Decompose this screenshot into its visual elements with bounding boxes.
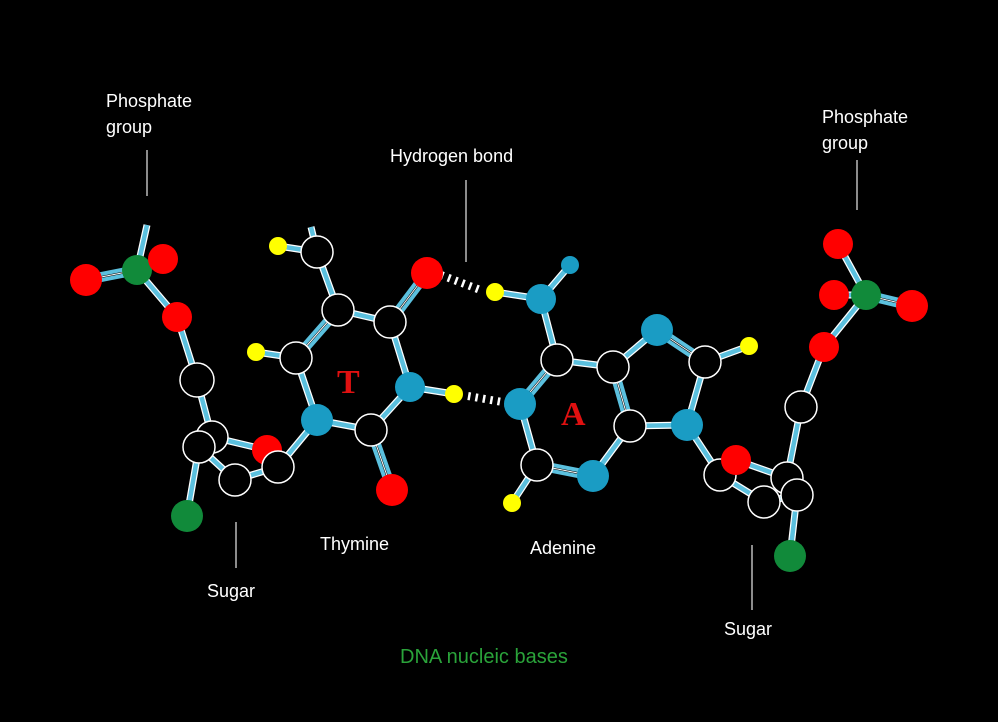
oxygen-atom — [823, 229, 853, 259]
phosphorus-atom — [122, 255, 152, 285]
carbon-atom — [261, 450, 295, 484]
label-sugar-right: Sugar — [724, 619, 773, 639]
hydrogen-atom — [503, 494, 521, 512]
nitrogen-atom — [561, 256, 579, 274]
nitrogen-atom — [395, 372, 425, 402]
nitrogen-atom — [641, 314, 673, 346]
nitrogen-atom — [577, 460, 609, 492]
carbon-atom — [596, 350, 630, 384]
carbon-atom — [688, 345, 722, 379]
hydrogen-atom — [269, 237, 287, 255]
carbon-atom — [218, 463, 252, 497]
carbon-atom — [780, 478, 814, 512]
carbon-atom — [300, 235, 334, 269]
oxygen-atom — [376, 474, 408, 506]
phosphorus-atom — [851, 280, 881, 310]
label-hydrogen-bond: Hydrogen bond — [390, 146, 514, 166]
diagram-title: DNA nucleic bases — [400, 646, 568, 668]
phosphorus-atom — [774, 540, 806, 572]
hydrogen-atom — [740, 337, 758, 355]
hydrogen-atom — [247, 343, 265, 361]
oxygen-atom — [809, 332, 839, 362]
oxygen-atom — [721, 445, 751, 475]
oxygen-atom — [896, 290, 928, 322]
carbon-atom — [520, 448, 554, 482]
nitrogen-atom — [526, 284, 556, 314]
hydrogen-bond — [439, 271, 485, 295]
label-sugar-left: Sugar — [207, 581, 256, 601]
hydrogen-bond — [467, 392, 509, 407]
carbon-atom — [182, 430, 216, 464]
carbon-atom — [179, 362, 215, 398]
phosphorus-atom — [171, 500, 203, 532]
oxygen-atom — [819, 280, 849, 310]
carbon-atom — [321, 293, 355, 327]
adenine-letter: A — [561, 396, 586, 433]
oxygen-atom — [148, 244, 178, 274]
carbon-atom — [747, 485, 781, 519]
carbon-atom — [279, 341, 313, 375]
carbon-atom — [354, 413, 388, 447]
label-thymine: Thymine — [320, 534, 390, 554]
hydrogen-atom — [445, 385, 463, 403]
nitrogen-atom — [301, 404, 333, 436]
oxygen-atom — [162, 302, 192, 332]
carbon-atom — [613, 409, 647, 443]
label-adenine: Adenine — [530, 538, 597, 558]
carbon-atom — [540, 343, 574, 377]
carbon-atom — [784, 390, 818, 424]
hydrogen-atom — [486, 283, 504, 301]
nitrogen-atom — [671, 409, 703, 441]
oxygen-atom — [70, 264, 102, 296]
carbon-atom — [373, 305, 407, 339]
nitrogen-atom — [504, 388, 536, 420]
thymine-letter: T — [337, 364, 360, 401]
oxygen-atom — [411, 257, 443, 289]
